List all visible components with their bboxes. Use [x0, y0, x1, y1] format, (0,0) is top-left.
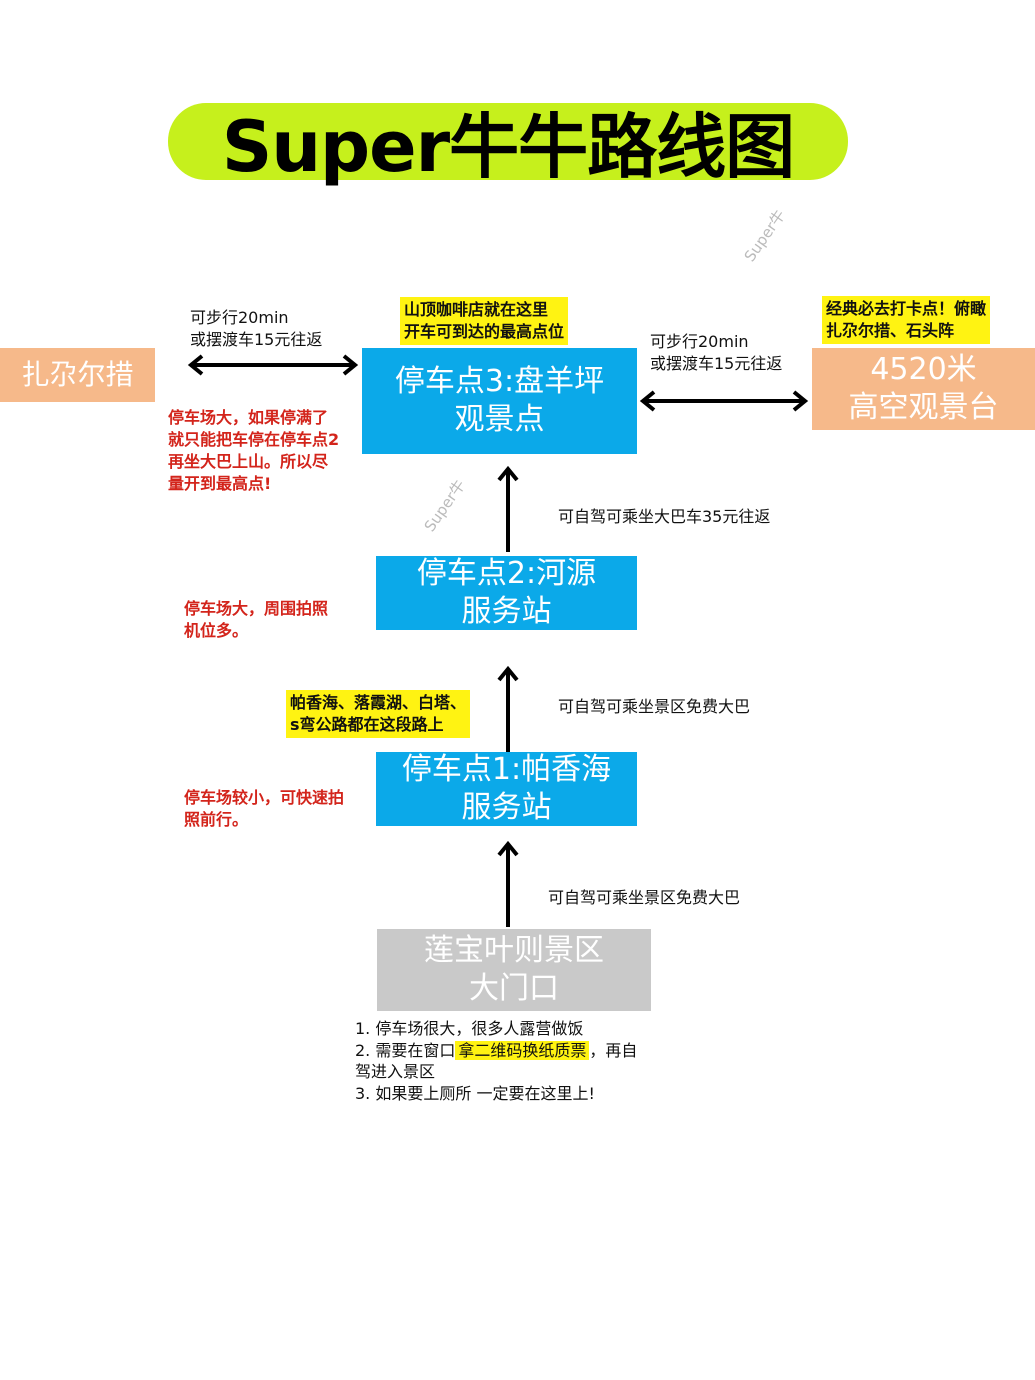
highlight-note-road: 帕香海、落霞湖、白塔、 s弯公路都在这段路上: [286, 690, 471, 738]
note-line: 机位多。: [184, 621, 249, 640]
note-line: 停车场大，如果停满了: [168, 408, 329, 427]
highlight-note-platform: 经典必去打卡点！俯瞰 扎尕尔措、石头阵: [822, 296, 991, 344]
note-line: 山顶咖啡店就在这里: [404, 300, 549, 319]
node-platform: 4520米 高空观景台: [812, 348, 1035, 430]
node-label: 服务站: [461, 594, 552, 629]
node-stop2: 停车点2:河源 服务站: [376, 556, 637, 630]
note-line: 2. 需要在窗口拿二维码换纸质票，再自: [355, 1040, 637, 1062]
note-line: s弯公路都在这段路上: [290, 715, 444, 734]
up-arrow: [497, 665, 519, 752]
node-label: 扎尕尔措: [21, 358, 134, 391]
node-label: 4520米: [870, 352, 977, 387]
note-line: 1. 停车场很大，很多人露营做饭: [355, 1019, 584, 1038]
node-label: 莲宝叶则景区: [424, 933, 604, 968]
highlighted-text: 拿二维码换纸质票: [455, 1040, 590, 1060]
watermark: Super牛: [420, 476, 470, 536]
red-note-stop2: 停车场大，周围拍照 机位多。: [184, 598, 328, 642]
double-arrow-right: [639, 390, 809, 412]
edge-label-line: 可步行20min: [190, 308, 289, 327]
edge-label-stop2-stop3: 可自驾可乘坐大巴车35元往返: [558, 507, 771, 526]
node-label: 停车点2:河源: [416, 556, 597, 591]
node-label: 高空观景台: [848, 390, 999, 425]
note-line: 3. 如果要上厕所 一定要在这里上!: [355, 1083, 595, 1103]
note-line: 就只能把车停在停车点2: [168, 430, 340, 449]
note-line: 量开到最高点!: [168, 474, 272, 493]
node-gate: 莲宝叶则景区 大门口: [377, 929, 651, 1011]
double-arrow-left: [187, 354, 359, 376]
note-text: 2. 需要在窗口: [355, 1040, 456, 1060]
node-label: 大门口: [469, 971, 559, 1006]
note-line: 驾进入景区: [355, 1062, 436, 1081]
edge-label-line: 或摆渡车15元往返: [190, 330, 323, 349]
page-title: Super牛牛路线图: [168, 103, 848, 188]
edge-label-stop1-stop2: 可自驾可乘坐景区免费大巴: [558, 697, 751, 716]
gate-notes: 1. 停车场很大，很多人露营做饭 2. 需要在窗口拿二维码换纸质票，再自 驾进入…: [355, 1018, 637, 1104]
note-line: 停车场较小，可快速拍: [184, 788, 345, 807]
up-arrow: [497, 465, 519, 552]
node-label: 服务站: [461, 790, 552, 825]
node-label: 观景点: [454, 402, 545, 437]
note-line: 扎尕尔措、石头阵: [826, 321, 955, 340]
node-label: 停车点1:帕香海: [401, 752, 612, 787]
note-line: 开车可到达的最高点位: [404, 322, 565, 341]
note-line: 帕香海、落霞湖、白塔、: [290, 693, 467, 712]
edge-label-line: 或摆渡车15元往返: [650, 354, 783, 373]
node-zhaga: 扎尕尔措: [0, 348, 155, 402]
node-stop1: 停车点1:帕香海 服务站: [376, 752, 637, 826]
note-line: 再坐大巴上山。所以尽: [168, 452, 329, 471]
edge-label-left: 可步行20min 或摆渡车15元往返: [190, 307, 322, 351]
note-text: ，再自: [589, 1040, 638, 1060]
edge-label-right: 可步行20min 或摆渡车15元往返: [650, 331, 782, 375]
highlight-note-stop3: 山顶咖啡店就在这里 开车可到达的最高点位: [400, 297, 569, 345]
edge-label-gate-stop1: 可自驾可乘坐景区免费大巴: [548, 888, 741, 907]
edge-label-line: 可步行20min: [650, 332, 749, 351]
note-line: 照前行。: [184, 810, 249, 829]
node-stop3: 停车点3:盘羊坪 观景点: [362, 348, 637, 454]
red-note-stop1: 停车场较小，可快速拍 照前行。: [184, 787, 344, 831]
note-line: 停车场大，周围拍照: [184, 599, 329, 618]
up-arrow: [497, 840, 519, 927]
note-line: 经典必去打卡点！俯瞰: [826, 299, 987, 318]
red-note-stop3: 停车场大，如果停满了 就只能把车停在停车点2 再坐大巴上山。所以尽 量开到最高点…: [168, 407, 339, 495]
watermark: Super牛: [740, 206, 790, 266]
node-label: 停车点3:盘羊坪: [394, 364, 605, 399]
